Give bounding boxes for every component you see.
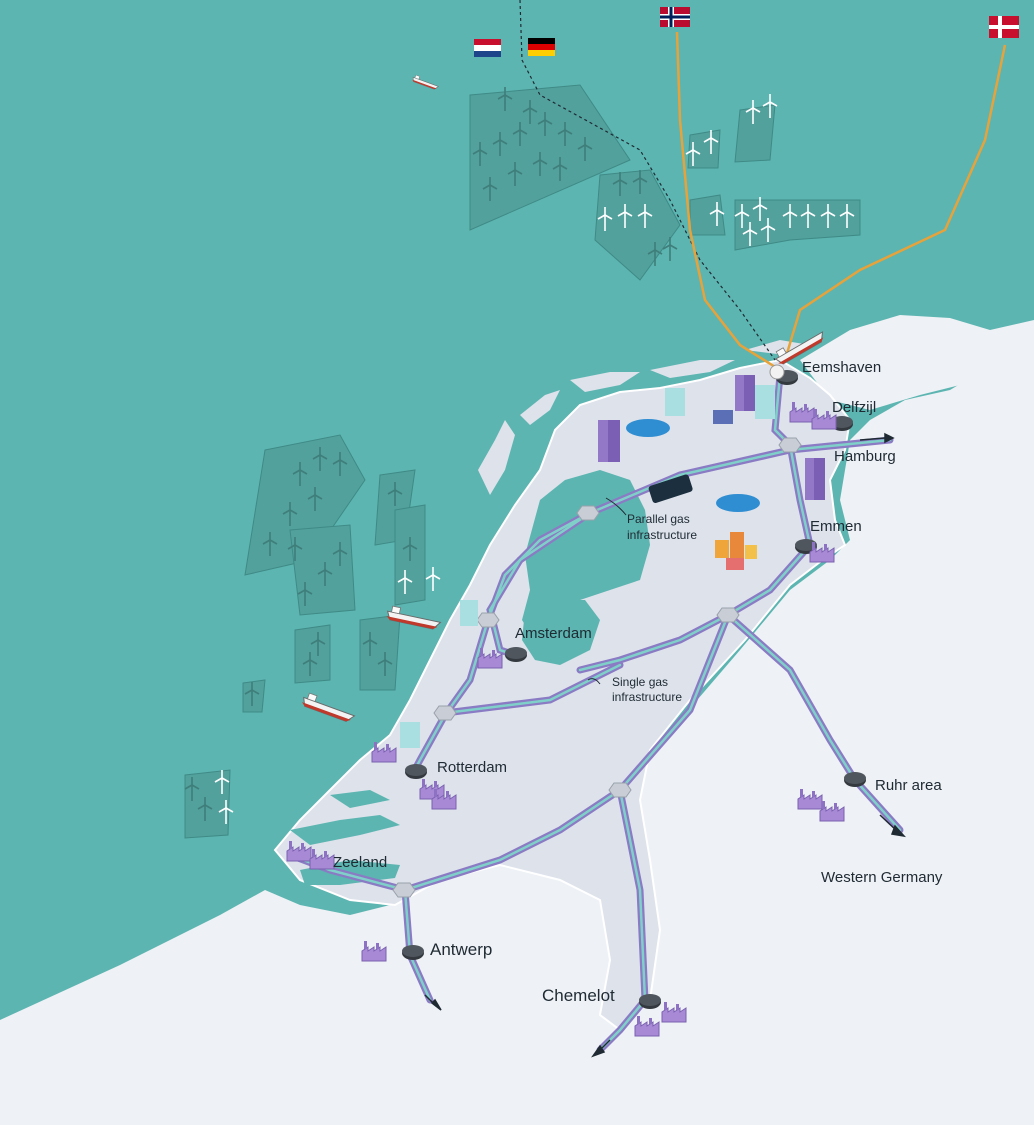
city-houses-icon [715, 532, 757, 570]
bus-icon [648, 474, 693, 504]
german-coast [800, 315, 1034, 410]
label-hamburg: Hamburg [834, 448, 896, 465]
interconnector-pipelines [675, 31, 1007, 372]
label-single-infrastructure: infrastructure [612, 690, 682, 704]
netherlands-flag-icon [474, 39, 501, 57]
label-parallel-gas: Parallel gas [627, 512, 690, 526]
markermeer [522, 600, 600, 665]
sea-border-line [519, 0, 776, 361]
label-ruhr-area: Ruhr area [875, 777, 942, 794]
label-chemelot: Chemelot [542, 986, 615, 1005]
label-single-gas: Single gas [612, 675, 668, 689]
label-rotterdam: Rotterdam [437, 759, 507, 776]
lng-tankers [626, 419, 760, 512]
norway-flag-icon [660, 7, 690, 27]
germany-flag-icon [528, 38, 555, 56]
label-zeeland: Zeeland [333, 854, 387, 871]
ijsselmeer [522, 470, 650, 640]
label-parallel-infrastructure: infrastructure [627, 528, 697, 542]
label-antwerp: Antwerp [430, 940, 492, 959]
mainland-europe [0, 350, 1034, 1125]
zeeland-estuaries [290, 790, 400, 885]
label-amsterdam: Amsterdam [515, 625, 592, 642]
building-icons [400, 364, 825, 748]
label-western-germany: Western Germany [821, 869, 943, 886]
export-arrows [424, 432, 906, 1058]
map-labels: Eemshaven Delfzijl Hamburg Emmen Amsterd… [333, 359, 943, 1005]
label-delfzijl: Delfzijl [832, 399, 876, 416]
label-eemshaven: Eemshaven [802, 359, 881, 376]
annotation-markers [587, 497, 627, 685]
offshore-wind-farms [184, 84, 861, 839]
denmark-flag-icon [989, 16, 1019, 38]
label-emmen: Emmen [810, 518, 862, 535]
